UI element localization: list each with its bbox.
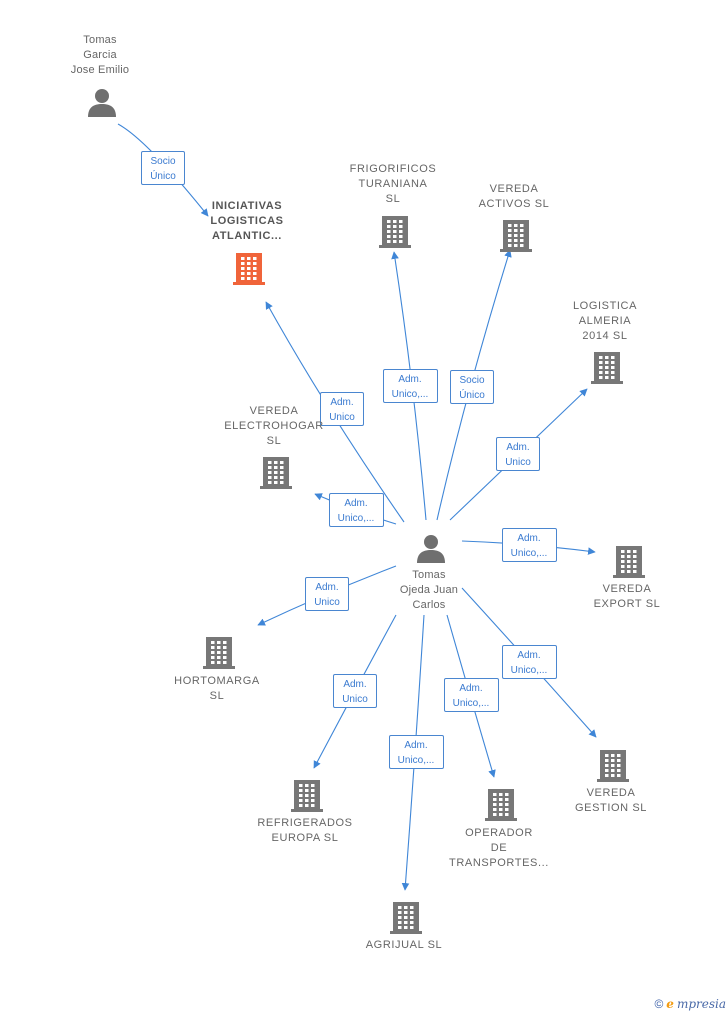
building-icon[interactable] — [379, 214, 411, 253]
person-label-tomas-garcia[interactable]: Tomas Garcia Jose Emilio — [70, 34, 130, 76]
edge-label-agrijual[interactable]: Adm. Unico,... — [388, 735, 444, 769]
building-icon[interactable] — [613, 544, 645, 583]
copyright-symbol: © — [654, 997, 664, 1011]
edge-label-operador[interactable]: Adm. Unico,... — [443, 678, 499, 712]
edge-label-iniciativas[interactable]: Socio Único — [141, 151, 185, 185]
edge-label-vereda_activos[interactable]: Socio Único — [450, 370, 494, 404]
building-icon[interactable] — [485, 787, 517, 826]
company-label-logistica-almeria[interactable]: LOGISTICA ALMERIA 2014 SL — [572, 300, 638, 342]
edge-label-vereda_electrohogar[interactable]: Adm. Unico,... — [328, 493, 384, 527]
edge-label-frigorificos[interactable]: Adm. Unico,... — [382, 369, 438, 403]
company-label-refrigerados[interactable]: REFRIGERADOS EUROPA SL — [257, 817, 353, 844]
building-icon[interactable] — [291, 778, 323, 817]
company-label-hortomarga[interactable]: HORTOMARGA SL — [174, 675, 260, 702]
brand-initial: e — [666, 997, 674, 1011]
company-label-iniciativas[interactable]: INICIATIVAS LOGISTICAS ATLANTIC... — [210, 200, 284, 242]
company-label-operador[interactable]: OPERADOR DE TRANSPORTES... — [449, 827, 549, 869]
company-label-agrijual[interactable]: AGRIJUAL SL — [365, 939, 443, 951]
building-icon[interactable] — [500, 218, 532, 257]
company-label-frigorificos[interactable]: FRIGORIFICOS TURANIANA SL — [349, 163, 437, 205]
company-label-vereda-export[interactable]: VEREDA EXPORT SL — [593, 583, 661, 610]
edge-label-vereda_export[interactable]: Adm. Unico,... — [501, 528, 557, 562]
person-label-tomas-ojeda[interactable]: Tomas Ojeda Juan Carlos — [399, 569, 459, 611]
person-icon[interactable] — [87, 87, 117, 122]
building-icon[interactable] — [390, 900, 422, 939]
edge-label-vereda_gestion[interactable]: Adm. Unico,... — [501, 645, 557, 679]
building-icon[interactable] — [203, 635, 235, 674]
company-label-vereda-electrohogar[interactable]: VEREDA ELECTROHOGAR SL — [224, 405, 324, 447]
edge-label-hortomarga[interactable]: Adm. Unico — [305, 577, 349, 611]
building-icon[interactable] — [597, 748, 629, 787]
building-icon[interactable] — [260, 455, 292, 494]
company-label-vereda-activos[interactable]: VEREDA ACTIVOS SL — [478, 183, 550, 210]
edge-label-refrigerados[interactable]: Adm. Unico — [333, 674, 377, 708]
company-label-vereda-gestion[interactable]: VEREDA GESTION SL — [574, 787, 648, 814]
building-icon[interactable] — [591, 350, 623, 389]
edge-label-logistica_almeria[interactable]: Adm. Unico — [496, 437, 540, 471]
person-icon[interactable] — [416, 533, 446, 568]
brand-name: mpresia — [676, 997, 726, 1011]
edge-label-iniciativas[interactable]: Adm. Unico — [320, 392, 364, 426]
building-icon[interactable] — [233, 251, 265, 290]
